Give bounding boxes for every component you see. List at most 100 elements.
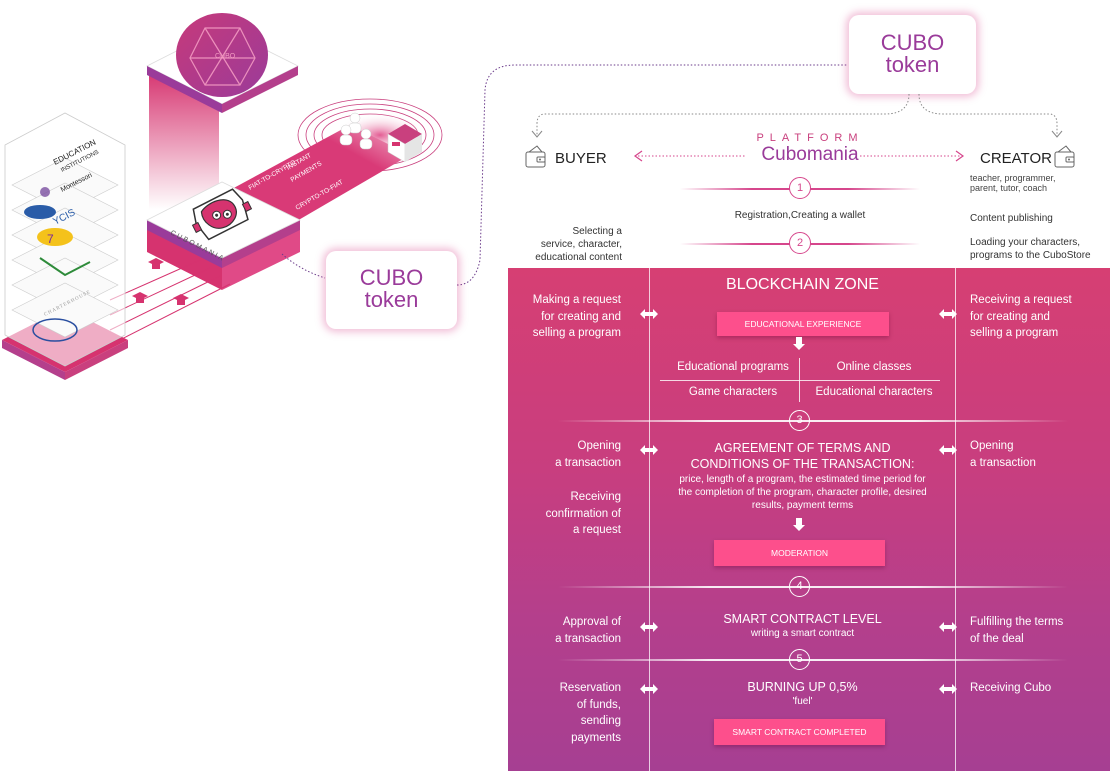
buyer-request-line1: Making a request (532, 294, 621, 306)
buyer-wallet-icon (525, 145, 546, 168)
double-arrow-icon (939, 684, 957, 694)
burning-title: BURNING UP 0,5% (747, 680, 858, 694)
step-2-circle: 2 (789, 232, 811, 254)
token-top-line2: token (885, 52, 940, 77)
down-arrow-icon (793, 337, 805, 350)
step-1-circle: 1 (789, 177, 811, 199)
connector-dotted-top (456, 64, 848, 286)
smart-contract-title: SMART CONTRACT LEVEL (723, 612, 882, 626)
step-5-line (558, 659, 1068, 661)
cubo-token-top: CUBO token (849, 15, 976, 94)
token-branches (531, 94, 1063, 138)
creator-fulfill-text: Fulfilling the terms of the deal (970, 614, 1110, 647)
buyer-select-line1: Selecting a (572, 226, 622, 237)
agreement-body-line1: price, length of a program, the estimate… (679, 474, 926, 485)
agreement-title-line2: CONDITIONS OF THE TRANSACTION: (690, 457, 915, 471)
creator-open-line2: a transaction (970, 456, 1036, 469)
buyer-confirm-text: Receiving confirmation of a request (508, 489, 621, 539)
creator-fulfill-line2: of the deal (970, 632, 1024, 645)
step-5-circle: 5 (789, 649, 810, 670)
creator-request-text: Receiving a request for creating and sel… (970, 292, 1110, 342)
grid-game-characters: Game characters (688, 386, 778, 398)
agreement-title: AGREEMENT OF TERMS AND CONDITIONS OF THE… (650, 440, 955, 472)
zone-divider-right (955, 268, 956, 771)
grid-educational-characters: Educational characters (815, 386, 933, 398)
registration-text: Registration,Creating a wallet (734, 210, 866, 221)
buyer-open-line2: a transaction (555, 456, 621, 469)
creator-roles: teacher, programmer, parent, tutor, coac… (970, 173, 1056, 193)
users-icon (339, 112, 373, 150)
institution-seven: 7 (47, 232, 54, 246)
creator-wallet-icon (1054, 145, 1075, 168)
cubomania-logo-icon (191, 188, 253, 241)
institutions-stack: EDUCATION INSTITUTIONS Montessori YCIS 7… (2, 112, 128, 380)
token-top-line1: CUBO (880, 30, 945, 55)
double-arrow-icon (640, 622, 658, 632)
buyer-reserve-line3: sending (580, 715, 621, 727)
token-left-line2: token (364, 287, 419, 312)
buyer-reserve-line2: of funds, (576, 698, 621, 711)
creator-request-line1: Receiving a request (970, 294, 1072, 306)
buyer-confirm-line1: Receiving (570, 491, 622, 503)
grid-online-classes: Online classes (836, 361, 912, 373)
grid-hline (660, 380, 940, 381)
agreement-body-line3: results, payment terms (751, 500, 854, 511)
creator-receive-text: Receiving Cubo (970, 682, 1052, 694)
creator-load-line2: programs to the CuboStore (970, 250, 1091, 261)
buyer-request-line2: for creating and (541, 310, 621, 323)
double-arrow-icon (640, 684, 658, 694)
cubo-token-left: CUBO token (326, 251, 457, 329)
buyer-select-line3: educational content (535, 252, 622, 263)
creator-roles-line2: parent, tutor, coach (970, 183, 1048, 193)
platform-arrows (633, 150, 965, 162)
double-arrow-icon (640, 445, 658, 455)
platform-name: Cubomania (761, 144, 859, 165)
step-3-circle: 3 (789, 410, 810, 431)
down-arrow-icon (793, 518, 805, 531)
creator-load-line1: Loading your characters, (970, 237, 1081, 248)
double-arrow-icon (939, 445, 957, 455)
educational-experience-button: EDUCATIONAL EXPERIENCE (717, 312, 889, 336)
creator-label: CREATOR (980, 150, 1052, 167)
creator-request-line3: selling a program (970, 327, 1059, 339)
buyer-open-text: Opening a transaction (508, 438, 621, 471)
content-publishing-text: Content publishing (970, 213, 1053, 224)
buyer-open-line1: Opening (577, 440, 621, 452)
cubomania-platform: CUBOMANIA (146, 181, 301, 290)
grid-educational-programs: Educational programs (677, 361, 789, 373)
buyer-request-text: Making a request for creating and sellin… (508, 292, 621, 342)
token-left-line1: CUBO (359, 265, 424, 290)
double-arrow-icon (640, 309, 658, 319)
buyer-reserve-line1: Reservation (559, 682, 621, 694)
payment-strip (230, 125, 410, 225)
buyer-reserve-text: Reservation of funds, sending payments (508, 680, 621, 746)
svg-text:CUBO: CUBO (215, 53, 236, 60)
smart-contract-completed-button: SMART CONTRACT COMPLETED (714, 719, 885, 745)
burning-sub: 'fuel' (792, 696, 813, 707)
creator-load-text: Loading your characters, programs to the… (970, 236, 1091, 262)
agreement-title-line1: AGREEMENT OF TERMS AND (714, 441, 891, 455)
creator-open-text: Opening a transaction (970, 438, 1110, 471)
buyer-confirm-line3: a request (573, 524, 621, 536)
creator-request-line2: for creating and (970, 310, 1050, 323)
zone-title: BLOCKCHAIN ZONE (726, 276, 879, 293)
platform-label: PLATFORM (756, 132, 864, 144)
smart-contract-sub: writing a smart contract (750, 628, 855, 639)
buyer-approval-line1: Approval of (562, 616, 621, 628)
zone-divider-left (649, 268, 650, 771)
creator-open-line1: Opening (970, 440, 1014, 452)
agreement-body: price, length of a program, the estimate… (650, 473, 955, 512)
graduation-cap-icons (132, 258, 189, 305)
buyer-select-text: Selecting a service, character, educatio… (530, 225, 622, 264)
double-arrow-icon (939, 309, 957, 319)
ecosystem-illustration: CUBO FIAT-TO-CRYPTO INSTANT PAYMENTS CRY… (0, 0, 500, 400)
buyer-select-line2: service, character, (540, 239, 622, 250)
buyer-request-line3: selling a program (532, 327, 621, 339)
buyer-approval-line2: a transaction (555, 632, 621, 645)
buyer-approval-text: Approval of a transaction (508, 614, 621, 647)
store-icon (387, 124, 422, 163)
step-4-circle: 4 (789, 576, 810, 597)
core-cube: CUBO (146, 13, 299, 113)
isometric-diagram: CUBO FIAT-TO-CRYPTO INSTANT PAYMENTS CRY… (2, 13, 443, 380)
creator-fulfill-line1: Fulfilling the terms (970, 616, 1064, 628)
